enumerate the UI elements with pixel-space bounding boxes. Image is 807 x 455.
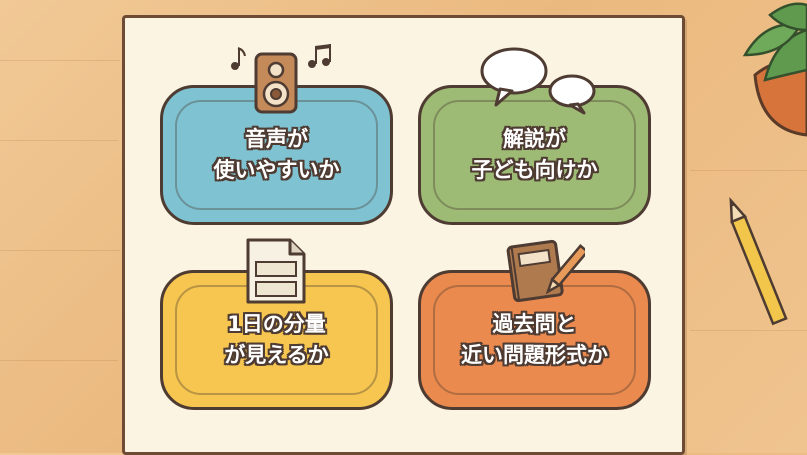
plant-icon	[742, 2, 807, 137]
card-label: 音声が 使いやすいか	[213, 127, 340, 182]
music-note-icon	[231, 47, 246, 70]
card-label: 過去問と 近い問題形式か	[461, 312, 608, 367]
card-label: 解説が 子ども向けか	[471, 127, 598, 182]
pencil-icon	[729, 196, 788, 326]
document-icon	[246, 238, 306, 304]
speaker-icon	[231, 44, 331, 114]
card-inner-border	[433, 100, 636, 210]
card-label: 1日の分量 が見えるか	[224, 312, 329, 367]
card-explanation: 解説が 子ども向けか	[418, 85, 651, 225]
double-music-note-icon	[308, 44, 331, 68]
notebook-pencil-icon	[506, 239, 585, 302]
speech-bubbles-icon	[480, 47, 596, 115]
